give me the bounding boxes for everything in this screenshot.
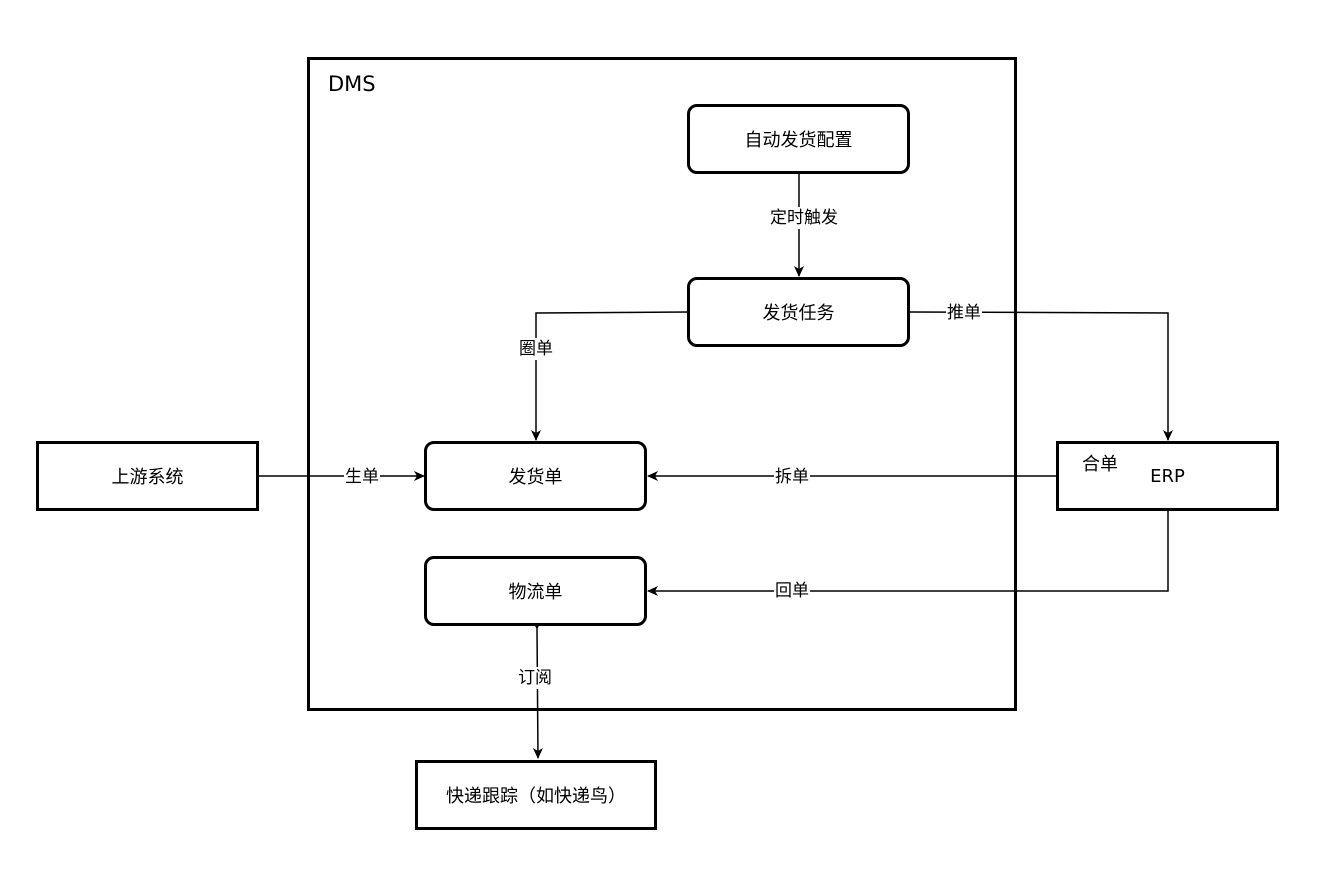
erp-label: ERP <box>1150 465 1185 487</box>
dms-title: DMS <box>328 72 376 96</box>
edge-subscribe <box>531 618 543 759</box>
dms-container <box>307 57 1017 711</box>
ship-order-node[interactable]: 发货单 <box>424 441 647 511</box>
edge-label-timer-trigger: 定时触发 <box>769 207 839 229</box>
auto-config-node[interactable]: 自动发货配置 <box>687 104 910 174</box>
edge-label-return-order: 回单 <box>774 580 810 602</box>
edge-circle-order <box>531 311 689 441</box>
ship-order-label: 发货单 <box>508 467 563 488</box>
auto-config-label: 自动发货配置 <box>744 130 853 151</box>
edge-label-push-order: 推单 <box>946 302 982 324</box>
edge-push-order <box>909 311 1173 441</box>
edge-label-subscribe: 订阅 <box>517 667 553 689</box>
erp-node[interactable]: ERP <box>1056 441 1279 511</box>
ship-task-label: 发货任务 <box>762 303 835 324</box>
upstream-system-label: 上游系统 <box>111 467 184 488</box>
edge-label-split-order: 拆单 <box>774 466 810 488</box>
express-tracking-label: 快递跟踪（如快递鸟） <box>446 786 626 807</box>
erp-merge-label: 合单 <box>1082 454 1118 475</box>
edge-label-create-order: 生单 <box>344 466 380 488</box>
edge-return-order <box>647 510 1169 596</box>
logistics-order-node[interactable]: 物流单 <box>424 556 647 626</box>
upstream-system-node[interactable]: 上游系统 <box>36 441 259 511</box>
express-tracking-node[interactable]: 快递跟踪（如快递鸟） <box>415 760 657 830</box>
ship-task-node[interactable]: 发货任务 <box>687 277 910 347</box>
edge-label-circle-order: 圈单 <box>518 338 554 360</box>
logistics-order-label: 物流单 <box>508 582 563 603</box>
